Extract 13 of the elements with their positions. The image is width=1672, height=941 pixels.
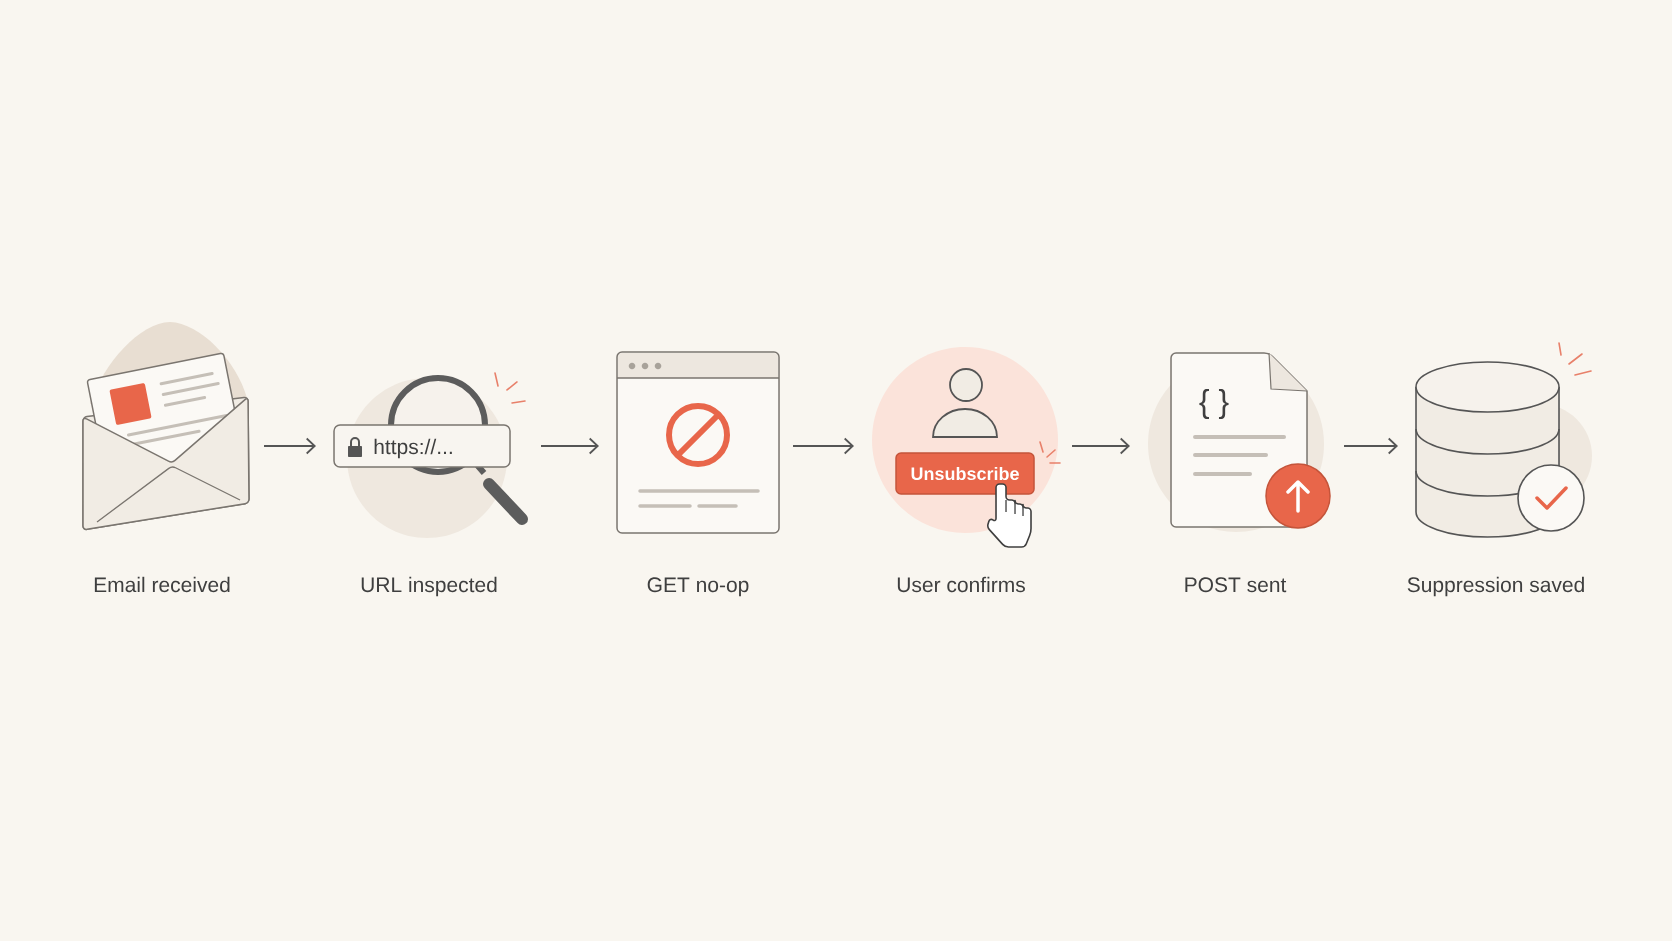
step-label: Suppression saved <box>1407 576 1584 597</box>
arrow <box>263 437 316 455</box>
code-braces: { } <box>1199 389 1229 419</box>
step-label: POST sent <box>1185 577 1287 593</box>
arrow <box>792 437 854 455</box>
arrow <box>1343 437 1398 455</box>
arrow <box>540 437 599 455</box>
button: Unsubscribe <box>895 452 1035 495</box>
step-label: Email received <box>94 576 230 593</box>
arrow <box>1071 437 1130 455</box>
step-label: GET no-op <box>647 577 749 597</box>
step-label: URL inspected <box>361 576 497 597</box>
step-label: User confirms <box>897 576 1025 593</box>
